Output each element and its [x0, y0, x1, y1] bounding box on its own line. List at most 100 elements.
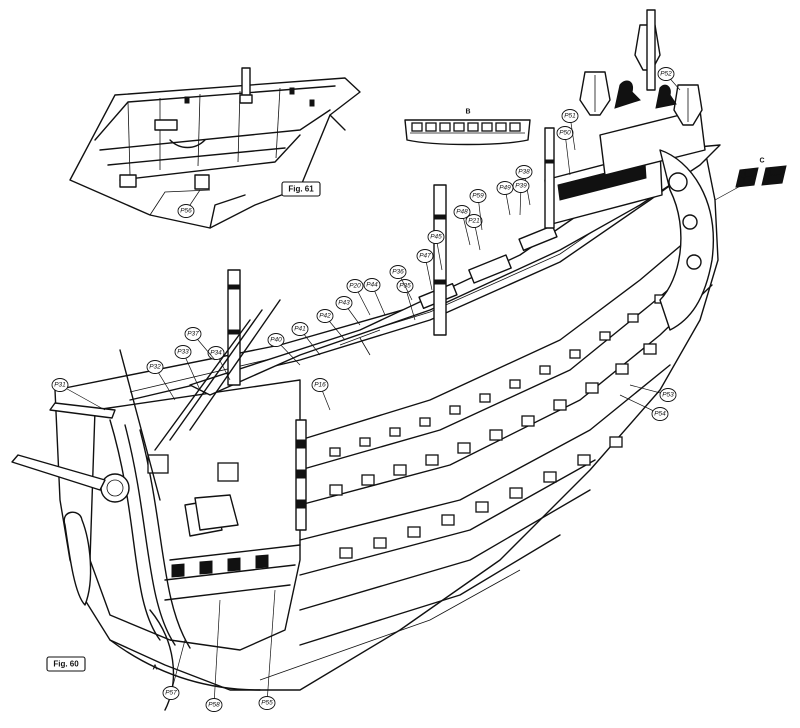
callout-p48: P48: [453, 205, 471, 246]
stern-lanterns: [579, 24, 703, 126]
callout-bubble: [316, 309, 334, 323]
callout-text: P36: [392, 269, 404, 276]
callout-p49: P49: [496, 181, 514, 216]
callout-bubble: [651, 407, 669, 421]
callout-text: P32: [149, 364, 161, 371]
callout-p42: P42: [316, 309, 346, 341]
callout-text: P59: [472, 193, 484, 200]
callout-p37: P37: [184, 327, 216, 361]
callout-bubble: [174, 345, 192, 359]
detail-b-window-strip: [404, 119, 531, 146]
callout-leader: [213, 599, 221, 706]
fig-60-label: Fig. 60: [53, 660, 79, 669]
callout-bubble: [51, 378, 69, 392]
fig-61-box: [281, 181, 321, 197]
detail-b-letter: B: [465, 109, 470, 116]
callout-bubble: [267, 333, 285, 347]
callout-bubble: [258, 696, 276, 710]
callout-bubble: [453, 205, 471, 219]
callout-p53: P53: [629, 384, 677, 402]
callout-bubble: [291, 322, 309, 336]
callout-text: P34: [210, 350, 222, 357]
callout-text: P53: [662, 392, 674, 399]
callout-p54: P54: [619, 394, 669, 421]
callout-bubble: [427, 230, 445, 244]
callout-text: P49: [499, 185, 511, 192]
callout-bubble: [184, 327, 202, 341]
callout-text: P51: [564, 113, 576, 120]
callout-p47: P47: [416, 249, 434, 291]
fig-61-deck-detail: [69, 67, 361, 229]
gunports-middle: [329, 343, 657, 496]
callout-p51: P51: [561, 109, 579, 151]
callout-bubble: [465, 214, 483, 228]
callout-text: P50: [559, 130, 571, 137]
callout-p40: P40: [267, 333, 301, 366]
callout-p45: P45: [427, 230, 445, 271]
callout-text: P20: [349, 283, 361, 290]
callout-p56: P56: [177, 189, 201, 218]
callout-p43: P43: [335, 296, 361, 326]
callout-leader: [170, 639, 186, 694]
callout-p16: P16: [311, 378, 331, 411]
detail-c-panels: [735, 165, 787, 188]
callout-text: P21: [468, 218, 480, 225]
callout-bubble: [311, 378, 329, 392]
callout-bubble: [363, 278, 381, 292]
callout-bubble: [335, 296, 353, 310]
callout-bubble: [515, 165, 533, 179]
callout-bubble: [346, 279, 364, 293]
callout-text: P54: [654, 411, 666, 418]
callout-bubble: [659, 388, 677, 402]
callout-p33: P33: [174, 345, 201, 391]
callout-text: P55: [261, 700, 273, 707]
callout-text: P56: [180, 208, 192, 215]
callout-leader: [266, 589, 276, 704]
detail-c-letter: C: [759, 158, 764, 165]
callout-text: P16: [314, 382, 326, 389]
callout-text: P41: [294, 326, 306, 333]
callout-bubble: [657, 67, 675, 81]
callout-bubble: [389, 265, 407, 279]
callout-text: P43: [338, 300, 350, 307]
callout-p58: P58: [205, 599, 223, 712]
callout-leader: [564, 132, 571, 176]
callout-p59: P59: [469, 189, 487, 231]
callout-p41: P41: [291, 322, 321, 356]
callout-bubble: [496, 181, 514, 195]
fig-61-label: Fig. 61: [288, 185, 314, 194]
callout-p52: P52: [657, 67, 681, 91]
callout-text: P45: [430, 234, 442, 241]
callout-text: P58: [208, 702, 220, 709]
callout-bubble: [416, 249, 434, 263]
callout-p36: P36: [389, 265, 413, 301]
callout-text: P33: [177, 349, 189, 356]
gunports-lower: [339, 436, 623, 559]
callout-text: P42: [319, 313, 331, 320]
callout-bubble: [162, 686, 180, 700]
callout-text: P40: [270, 337, 282, 344]
gunports-upper: [329, 294, 666, 457]
callout-bubble: [556, 126, 574, 140]
fig-60-box: [46, 656, 86, 672]
callout-p20: P20: [346, 279, 371, 316]
detail-a-letter: A: [152, 665, 157, 672]
callout-text: P47: [419, 253, 431, 260]
callout-text: P52: [660, 71, 672, 78]
callout-text: P31: [54, 382, 66, 389]
callout-text: P57: [165, 690, 177, 697]
callout-bubble: [469, 189, 487, 203]
callout-text: P44: [366, 282, 378, 289]
callout-p31: P31: [51, 378, 106, 411]
callout-p32: P32: [146, 360, 176, 401]
callout-p21: P21: [465, 214, 483, 251]
callout-text: P39: [515, 183, 527, 190]
callout-bubble: [177, 204, 195, 218]
callout-leader: [59, 384, 106, 411]
callout-bubble: [205, 698, 223, 712]
callout-p55: P55: [258, 589, 276, 710]
callout-p44: P44: [363, 278, 386, 316]
callout-p50: P50: [556, 126, 574, 176]
